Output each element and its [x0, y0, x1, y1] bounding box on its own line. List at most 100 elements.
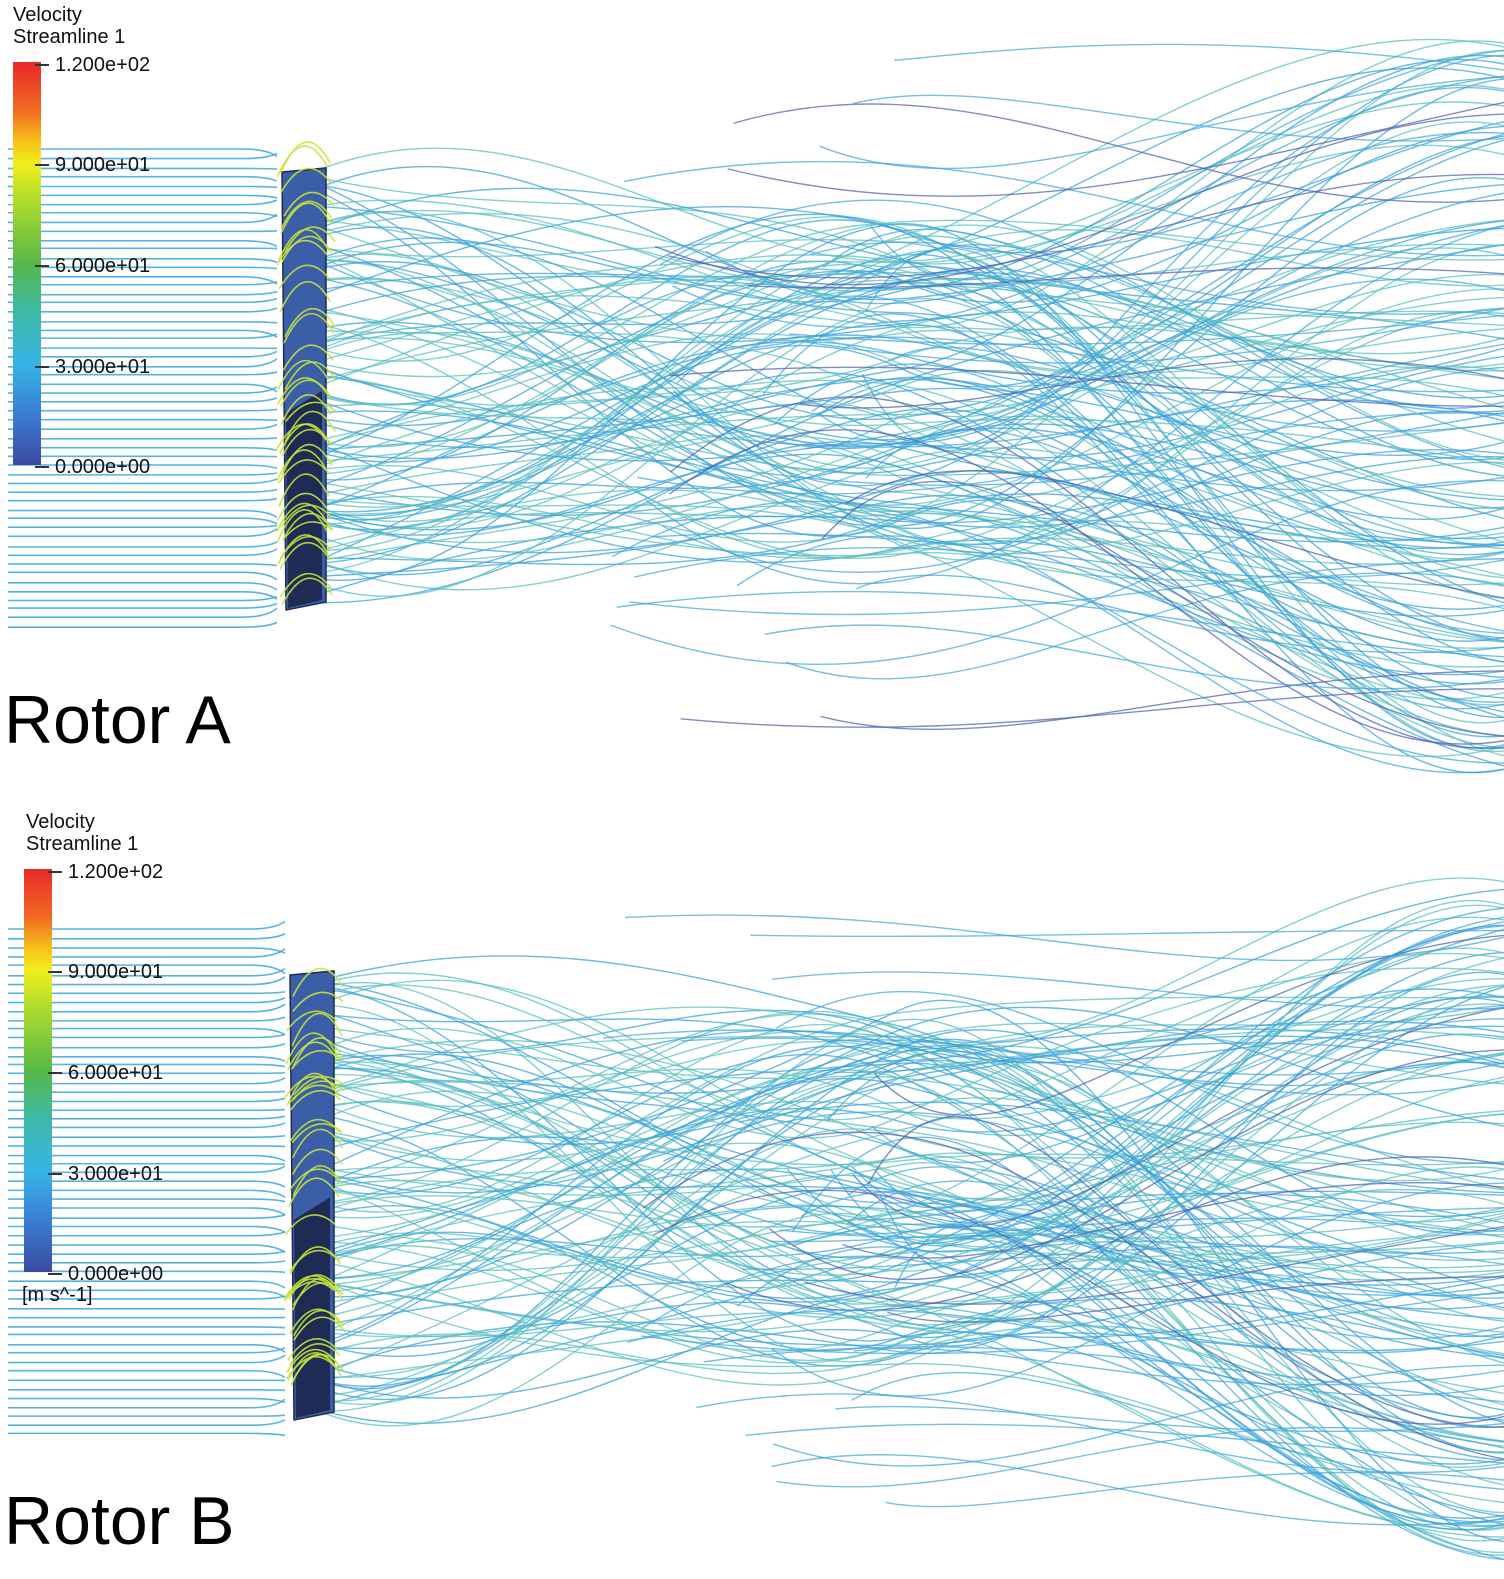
wake-streamline: [311, 211, 1504, 757]
far-wake-streamline: [867, 1116, 1504, 1428]
wake-streamline: [319, 999, 1504, 1543]
far-wake-streamline: [865, 428, 1504, 632]
far-wake-streamline: [669, 366, 1504, 407]
far-wake-streamline: [874, 934, 1504, 1116]
wake-streamline: [311, 415, 1504, 544]
far-wake-streamline: [629, 558, 1504, 616]
blade-streamline: [276, 509, 329, 543]
inflow-streamline: [8, 1145, 286, 1148]
blade-streamline: [289, 1246, 342, 1275]
blade-streamline: [284, 1275, 336, 1299]
blade-streamline: [288, 1168, 340, 1192]
far-wake-streamline: [871, 1004, 1504, 1164]
wake-streamline: [311, 493, 1504, 566]
wake-streamline: [311, 125, 1504, 481]
inflow-streamline: [8, 1397, 286, 1404]
blade-streamline: [276, 145, 329, 178]
wake-streamline: [311, 239, 1504, 579]
inflow-streamline: [8, 386, 278, 394]
wake-streamline: [311, 311, 1504, 545]
wake-streamline: [311, 434, 1504, 586]
far-wake-streamline: [653, 532, 1504, 579]
inflow-streamline: [8, 964, 286, 975]
rotor-a-streamlines: [8, 38, 1504, 774]
far-wake-streamline: [845, 470, 1504, 599]
inflow-streamline: [8, 185, 278, 189]
far-wake-streamline: [798, 307, 1504, 364]
far-wake-streamline: [833, 1042, 1504, 1074]
far-wake-streamline: [738, 1101, 1504, 1181]
blade-streamline: [292, 1353, 344, 1381]
inflow-streamline: [8, 1016, 286, 1022]
wake-streamline: [311, 449, 1504, 598]
blade-streamline: [289, 1308, 341, 1335]
inflow-streamline: [8, 548, 278, 557]
wake-streamline: [319, 1081, 1504, 1239]
far-wake-streamline: [764, 624, 1504, 690]
far-wake-streamline: [736, 1246, 1504, 1528]
inflow-streamline: [8, 1189, 286, 1198]
inflow-streamline: [8, 595, 278, 602]
wake-streamline: [319, 916, 1504, 1320]
far-wake-streamline: [785, 572, 1504, 680]
far-wake-streamline: [852, 94, 1504, 142]
far-wake-streamline: [680, 1037, 1504, 1087]
wake-streamline: [319, 1113, 1504, 1281]
wake-streamline: [319, 1109, 1504, 1413]
inflow-streamline: [8, 1225, 286, 1233]
blade-streamline: [292, 1165, 344, 1197]
wake-streamline: [311, 447, 1504, 591]
blade-streamline: [292, 991, 344, 1012]
blade-streamline: [293, 1075, 345, 1096]
far-wake-streamline: [624, 914, 1504, 962]
blade-streamline: [279, 167, 332, 194]
wake-streamline: [319, 1035, 1504, 1401]
wake-streamline: [311, 511, 1504, 643]
far-wake-streamline: [885, 1471, 1504, 1508]
wake-streamline: [311, 226, 1504, 546]
far-wake-streamline: [879, 916, 1504, 1279]
inflow-streamline: [8, 266, 278, 270]
inflow-streamline: [8, 1198, 286, 1203]
wake-streamline: [319, 1242, 1504, 1347]
wake-streamline: [319, 1020, 1504, 1194]
blade-streamline: [276, 449, 328, 482]
blade-streamline: [280, 394, 332, 426]
wake-streamline: [319, 1078, 1504, 1280]
wake-streamline: [319, 1025, 1504, 1171]
wake-streamline: [311, 219, 1504, 448]
legend-tick: 6.000e+01: [34, 255, 151, 277]
legend-tick: 3.000e+01: [47, 1163, 164, 1185]
inflow-streamline: [8, 1165, 286, 1174]
wake-streamline: [311, 101, 1504, 263]
far-wake-streamline: [830, 907, 1504, 1247]
wake-streamline: [319, 925, 1504, 1259]
wake-streamline: [319, 1162, 1504, 1554]
far-wake-streamline: [856, 574, 1504, 654]
far-wake-streamline: [799, 357, 1504, 409]
blade-streamline: [292, 1037, 344, 1069]
blade-streamline: [276, 239, 328, 266]
wake-streamline: [319, 1136, 1504, 1352]
blade-streamline: [280, 200, 333, 229]
blade-streamline: [288, 1177, 340, 1208]
inflow-streamline: [8, 1154, 286, 1162]
blade-streamline: [285, 1032, 337, 1065]
inflow-streamline: [8, 1042, 286, 1049]
inflow-streamline: [8, 1250, 286, 1255]
far-wake-streamline: [811, 376, 1504, 549]
far-wake-streamline: [819, 75, 1504, 170]
inflow-streamline: [8, 437, 278, 440]
wake-streamline: [319, 1006, 1504, 1182]
blade-streamline: [293, 1309, 345, 1337]
wake-streamline: [311, 243, 1504, 604]
inflow-streamline: [8, 1354, 286, 1364]
far-wake-streamline: [736, 535, 1504, 764]
inflow-streamline: [8, 607, 278, 618]
wake-streamline: [319, 1249, 1504, 1338]
far-wake-streamline: [818, 278, 1504, 444]
inflow-streamline: [8, 1115, 286, 1120]
far-wake-streamline: [610, 479, 1504, 665]
inflow-streamline: [8, 194, 278, 199]
far-wake-streamline: [873, 1018, 1504, 1212]
